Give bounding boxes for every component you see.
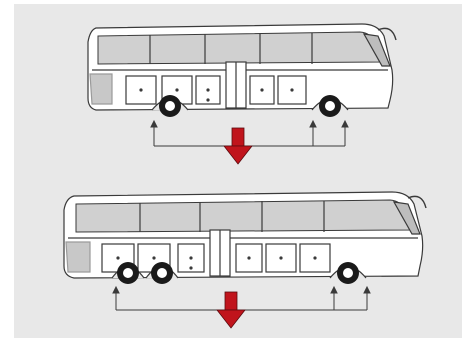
rear-grille [66,242,90,272]
front-wheel-icon [117,262,139,284]
window-band [98,32,382,64]
bus-three-axle [64,192,426,278]
bus-two-axle [88,24,396,110]
window-band [76,200,412,232]
rear-drive-wheel-icon [337,262,359,284]
rear-grille [90,74,112,104]
rear-wheel-icon [319,95,341,117]
rear-tag-wheel-icon [151,262,173,284]
front-wheel-icon [159,95,181,117]
